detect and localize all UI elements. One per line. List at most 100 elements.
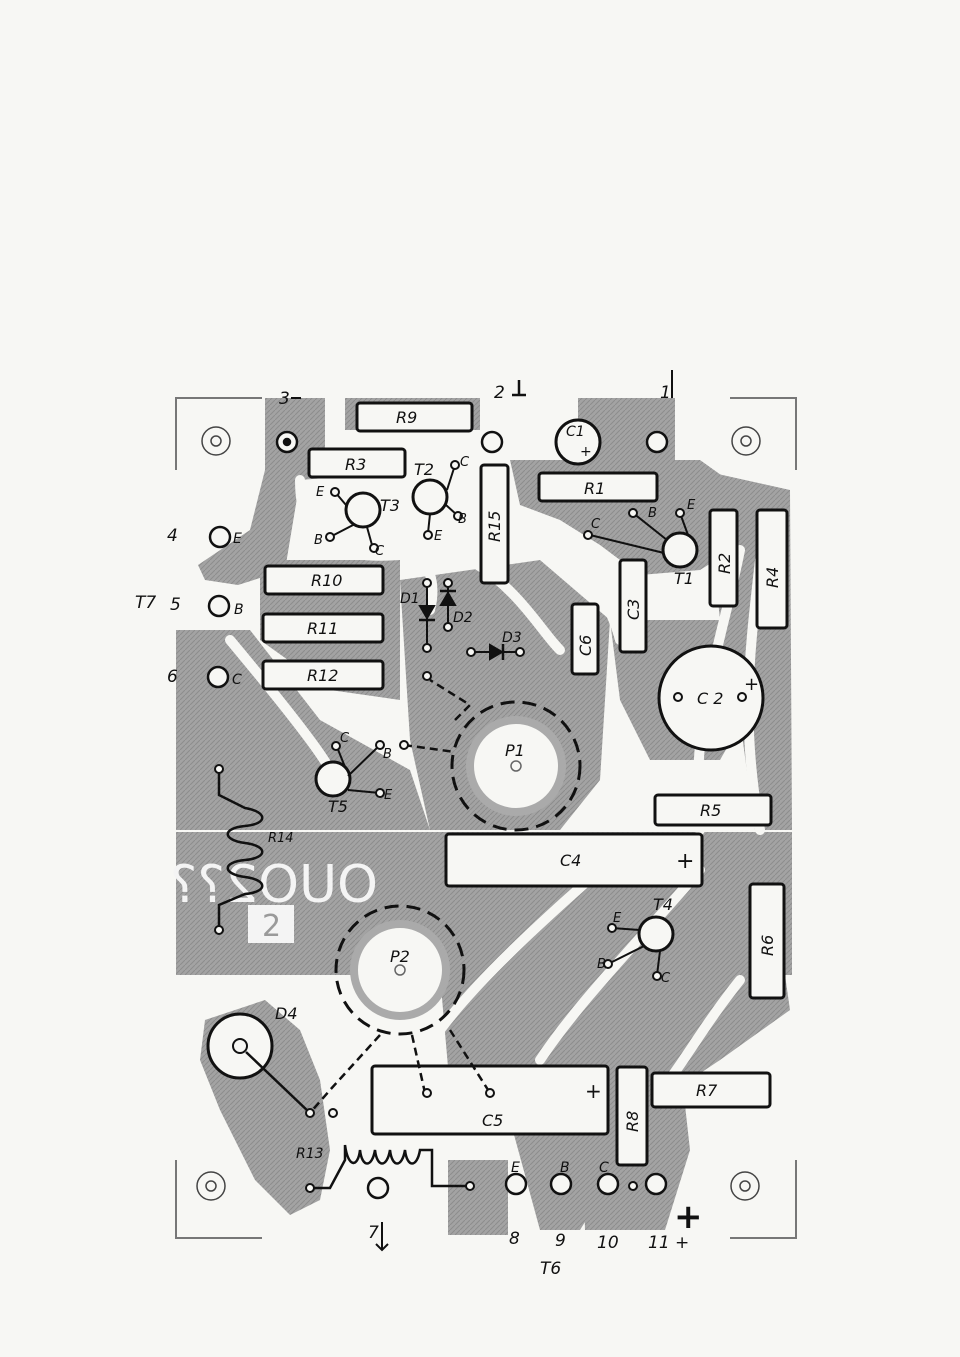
r2-body	[708, 508, 739, 608]
label-r15: R15	[485, 511, 504, 542]
label-t1-b: B	[648, 506, 657, 521]
label-r9: R9	[396, 408, 417, 427]
label-d3: D3	[502, 630, 522, 646]
label-c3: C3	[624, 599, 643, 620]
terminal-2-label: 2	[494, 383, 505, 403]
board-outline	[175, 397, 797, 1239]
label-r6: R6	[758, 935, 777, 956]
r12-body	[261, 659, 385, 691]
label-c2: C 2	[697, 689, 723, 708]
r5-body	[653, 793, 773, 827]
watermark: OUO2?? 2	[170, 855, 378, 944]
transistors	[314, 478, 699, 953]
terminal-3-label: 3	[279, 389, 290, 409]
r11-body	[261, 612, 385, 644]
label-t3-c: C	[375, 544, 385, 559]
label-c6: C6	[576, 635, 595, 656]
r4-body	[755, 508, 789, 630]
label-r3: R3	[345, 455, 366, 474]
label-c2-plus: +	[744, 674, 759, 695]
label-t3-b: B	[314, 533, 323, 548]
resistors	[261, 401, 789, 1167]
terminal-labels: 1 2 3 4 E T7 5 B 6 C 7 8 E 9 B 10 C 11 +…	[135, 370, 703, 1279]
terminal-9-pin: B	[560, 1160, 570, 1176]
r9-body	[355, 401, 474, 433]
label-p2: P2	[390, 947, 410, 966]
label-c5: C5	[482, 1111, 503, 1130]
terminal-6-label: 6	[167, 667, 178, 687]
terminal-4-pin: E	[233, 531, 242, 547]
label-d4: D4	[275, 1004, 298, 1023]
label-d1: D1	[400, 591, 420, 607]
r6-body	[748, 882, 786, 1000]
terminal-8-label: 8	[509, 1229, 520, 1249]
terminal-10-label: 10	[597, 1233, 619, 1253]
potentiometers	[309, 678, 582, 1114]
label-r8: R8	[623, 1111, 642, 1132]
label-r11: R11	[307, 619, 338, 638]
terminal-10-pin: C	[599, 1160, 609, 1176]
ground-symbol	[512, 380, 526, 397]
c5-body	[370, 1064, 610, 1136]
label-t3-e: E	[316, 485, 325, 500]
c1-body	[554, 418, 602, 466]
label-r7: R7	[696, 1081, 718, 1100]
inductors	[217, 772, 466, 1190]
label-c1-plus: +	[580, 444, 592, 460]
copper-pad-8	[448, 1160, 508, 1235]
lead-dots	[214, 460, 747, 1193]
c6-body	[570, 602, 600, 676]
label-t4: T4	[653, 895, 673, 914]
r3-body	[307, 447, 407, 479]
label-t3: T3	[380, 496, 400, 515]
terminal-8-pin: E	[511, 1160, 520, 1176]
label-t2-e: E	[434, 529, 443, 544]
label-c1: C1	[566, 424, 585, 440]
terminal-11-label: 11 +	[648, 1233, 689, 1253]
terminal-t7-label: T7	[135, 593, 156, 613]
r7-body	[650, 1071, 772, 1109]
label-t1-c: C	[591, 517, 601, 532]
label-t1: T1	[674, 569, 694, 588]
label-r10: R10	[311, 571, 342, 590]
label-c5-plus: +	[585, 1079, 602, 1103]
label-t4-b: B	[597, 957, 606, 972]
label-r14: R14	[268, 831, 294, 846]
label-t5: T5	[328, 797, 348, 816]
diodes	[418, 587, 516, 661]
terminal-7-label: 7	[368, 1223, 379, 1243]
copper-pad-1	[578, 398, 675, 470]
label-r2: R2	[715, 553, 734, 574]
terminal-1-label: 1	[660, 383, 671, 403]
label-r5: R5	[700, 801, 721, 820]
label-r4: R4	[763, 567, 782, 588]
label-t5-e: E	[384, 788, 393, 803]
r8-body	[615, 1065, 649, 1167]
d4	[206, 1012, 311, 1114]
terminal-pads	[206, 430, 669, 1200]
label-t1-e: E	[687, 498, 696, 513]
terminal-6-pin: C	[232, 672, 242, 688]
capacitors	[370, 418, 765, 1136]
terminal-4-label: 4	[167, 526, 178, 546]
copper-pad-3	[198, 398, 325, 585]
label-t2: T2	[414, 460, 434, 479]
r10-body	[263, 564, 385, 596]
label-c4-plus: +	[676, 849, 694, 874]
terminal-5-label: 5	[170, 595, 181, 615]
label-t2-c: C	[460, 455, 470, 470]
label-r12: R12	[307, 666, 338, 685]
label-t5-c: C	[340, 731, 350, 746]
component-labels: R9 R3 R1 R15 R2 R4 R10 R11 R12 R5 R6 R7 …	[268, 408, 782, 1162]
terminal-5-pin: B	[234, 602, 244, 618]
terminal-9-label: 9	[555, 1231, 566, 1251]
c2-body	[657, 644, 765, 752]
plus-symbol: +	[674, 1197, 703, 1237]
label-c4: C4	[560, 851, 581, 870]
label-d2: D2	[453, 610, 473, 626]
r1-body	[537, 471, 659, 503]
label-p1: P1	[505, 741, 525, 760]
terminal-t6-label: T6	[540, 1259, 561, 1279]
